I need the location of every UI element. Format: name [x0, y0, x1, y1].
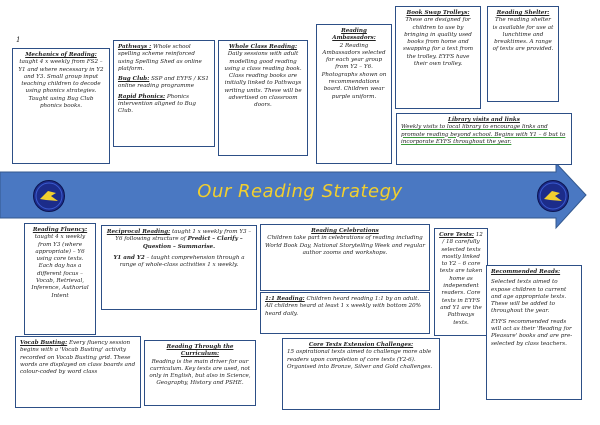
recommended-body-1: Selected texts aimed to expose children …	[491, 279, 567, 315]
reciprocal-body: taught 1 x weekly from Y3 – Y6 following…	[115, 229, 252, 243]
ambassadors-body: 2 Reading Ambassadors selected for each …	[321, 42, 387, 100]
mechanics-heading: Mechanics of Reading:	[25, 52, 97, 58]
reciprocal-strategy: Predict – Clarify – Question – Summarise…	[142, 236, 243, 250]
rapid-phonics-body: Phonics intervention aligned to Bug Club…	[118, 93, 196, 115]
book-swap-heading: Book Swap Trolleys:	[406, 10, 470, 16]
library-body: Weekly visits to local library to encour…	[401, 124, 566, 145]
curriculum-heading: Reading Through the Curriculum:	[166, 344, 234, 358]
shelter-heading: Reading Shelter:	[496, 10, 550, 16]
core-texts-extension-box: Core Texts Extension Challenges: 15 aspi…	[282, 338, 440, 410]
pathways-body: Whole school spelling scheme reinforced …	[118, 44, 202, 72]
core-texts-body: 12 / 18 carefully selected texts mostly …	[439, 232, 483, 326]
mechanics-body: taught 4 x weekly from FS2 – Y1 and wher…	[18, 59, 104, 110]
reading-celebrations-box: Reading Celebrations Children take part …	[260, 224, 430, 291]
bug-club-heading: Bug Club:	[118, 76, 150, 83]
one-to-one-heading: 1:1 Reading:	[265, 296, 305, 302]
fluency-body: taught 4 x weekly from Y3 (where appropr…	[31, 234, 89, 299]
core-texts-heading: Core Texts:	[439, 232, 474, 238]
core-texts-box: Core Texts: 12 / 18 carefully selected t…	[434, 228, 488, 336]
one-to-one-reading-box: 1:1 Reading: Children heard reading 1:1 …	[260, 292, 430, 334]
shelter-body: The reading shelter is available for use…	[492, 17, 554, 53]
pathways-heading: Pathways :	[118, 44, 152, 50]
recommended-reads-box: Recommended Reads: Selected texts aimed …	[486, 265, 582, 400]
curriculum-body: Reading is the main driver for our curri…	[149, 358, 251, 387]
school-emblem-right	[537, 180, 569, 212]
pathways-box: Pathways : Whole school spelling scheme …	[113, 40, 215, 147]
whole-class-heading: Whole Class Reading:	[228, 44, 298, 50]
extension-body: 15 aspirational texts aimed to challenge…	[287, 349, 433, 370]
rapid-phonics-heading: Rapid Phonics:	[118, 93, 166, 100]
y1-y2-body: – taught comprehension through a range o…	[119, 254, 245, 269]
one-to-one-body: Children heard reading 1:1 by an adult. …	[265, 296, 421, 317]
fluency-heading: Reading Fluency:	[32, 227, 88, 233]
reading-ambassadors-box: Reading Ambassadors: 2 Reading Ambassado…	[316, 24, 392, 164]
vocab-busting-box: Vocab Busting: Every fluency session beg…	[15, 336, 141, 408]
recommended-heading: Recommended Reads:	[491, 269, 561, 275]
mechanics-of-reading-box: Mechanics of Reading: taught 4 x weekly …	[12, 48, 110, 164]
recommended-body-2: EYFS recommended reads will act as their…	[491, 318, 573, 347]
extension-heading: Core Texts Extension Challenges:	[308, 342, 414, 348]
book-swap-body: These are designed for children to use b…	[402, 17, 474, 68]
reciprocal-heading: Reciprocal Reading:	[106, 229, 171, 235]
y1-y2-heading: Y1 and Y2	[113, 254, 145, 261]
celebrations-body: Children take part in celebrations of re…	[265, 235, 426, 256]
reciprocal-reading-box: Reciprocal Reading: taught 1 x weekly fr…	[101, 225, 257, 310]
reading-curriculum-box: Reading Through the Curriculum: Reading …	[144, 340, 256, 406]
whole-class-body: Daily sessions with adult modelling good…	[224, 51, 302, 109]
vocab-body: Every fluency session begins with a 'Voc…	[20, 340, 136, 376]
whole-class-reading-box: Whole Class Reading: Daily sessions with…	[218, 40, 308, 156]
page-number: 1	[16, 36, 21, 44]
ambassadors-heading: Reading Ambassadors:	[332, 28, 376, 42]
celebrations-heading: Reading Celebrations	[311, 228, 379, 234]
reading-fluency-box: Reading Fluency: taught 4 x weekly from …	[24, 223, 96, 335]
vocab-heading: Vocab Busting:	[20, 340, 68, 346]
school-emblem-left	[33, 180, 65, 212]
library-visits-box: Library visits and links Weekly visits t…	[396, 113, 572, 165]
page-title: Our Reading Strategy	[197, 181, 403, 202]
bug-club-body: SSP and EYFS / KS1 online reading progra…	[118, 76, 209, 90]
reading-shelter-box: Reading Shelter: The reading shelter is …	[487, 6, 559, 102]
library-heading: Library visits and links	[448, 117, 520, 123]
book-swap-trolleys-box: Book Swap Trolleys: These are designed f…	[395, 6, 481, 109]
